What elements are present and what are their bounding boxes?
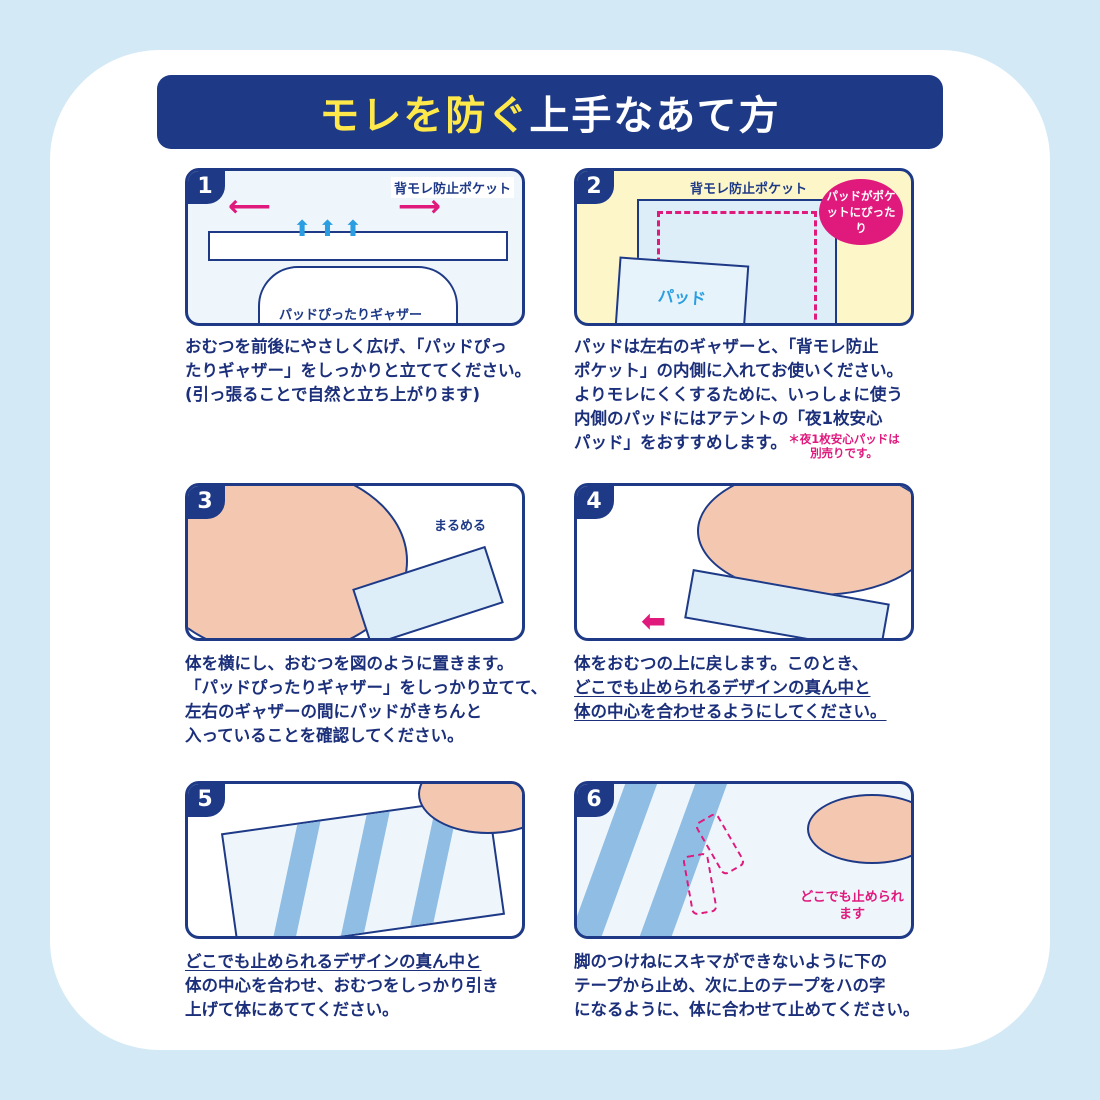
step-number: 6 (577, 784, 614, 817)
hand-icon (807, 794, 911, 864)
label-fasten-anywhere: どこでも止められます (800, 890, 904, 922)
title-highlight: モレを防ぐ (319, 93, 530, 139)
label-back-pocket: 背モレ防止ポケット (390, 177, 514, 198)
step-2-illustration: 2 背モレ防止ポケット パッド パッドがポケットにぴったり (574, 168, 914, 326)
step-number: 3 (188, 486, 225, 519)
step-number: 2 (577, 171, 614, 204)
step-5-illustration: 5 (185, 781, 525, 939)
text-line: パッド」をおすすめします。 (574, 433, 787, 452)
text-line: になるように、体に合わせて止めてください。 (574, 1000, 920, 1019)
sold-separately-note: ＊夜1枚安心パッドは別売りです。 (788, 432, 900, 460)
text-line: テープから止め、次に上のテープをハの字 (574, 976, 886, 995)
text-line: 体の中心を合わせ、おむつをしっかり引き (185, 976, 499, 995)
step-4-text: 体をおむつの上に戻します。このとき、 どこでも止められるデザインの真ん中と 体の… (574, 652, 934, 724)
text-line: 内側のパッドにはアテントの「夜1枚安心 (574, 409, 883, 428)
title-rest: 上手なあて方 (529, 93, 781, 139)
step-2-text: パッドは左右のギャザーと、「背モレ防止 ポケット」の内側に入れてお使いください。… (574, 335, 934, 455)
step-6-text: 脚のつけねにスキマができないように下の テープから止め、次に上のテープをハの字 … (574, 950, 934, 1022)
step-4-illustration: 4 ⬅ (574, 483, 914, 641)
text-line-underlined: 体の中心を合わせるようにしてください。 (574, 702, 887, 721)
arrow-left-icon: ⟵ (228, 189, 272, 224)
text-line: 「パッドぴったりギャザー」をしっかり立てて、 (185, 678, 548, 697)
label-roll-up: まるめる (431, 514, 490, 535)
text-line: よりモレにくくするために、いっしょに使う (574, 385, 903, 404)
text-line: パッドは左右のギャザーと、「背モレ防止 (574, 337, 879, 356)
step-3-illustration: 3 まるめる (185, 483, 525, 641)
step-number: 1 (188, 171, 225, 204)
step-1-illustration: 1 背モレ防止ポケット ⟵ ⟶ ⬆ ⬆ ⬆ パッドぴったりギャザー (185, 168, 525, 326)
text-line: 入っていることを確認してください。 (185, 726, 464, 745)
pad-icon: パッド (614, 256, 750, 323)
text-line: 体を横にし、おむつを図のように置きます。 (185, 654, 514, 673)
text-line: (引っ張ることで自然と立ち上がります) (185, 385, 481, 404)
text-line: たりギャザー」をしっかりと立ててください。 (185, 361, 532, 380)
step-5-text: どこでも止められるデザインの真ん中と 体の中心を合わせ、おむつをしっかり引き 上… (185, 950, 545, 1022)
text-line: 上げて体にあててください。 (185, 1000, 399, 1019)
text-line-underlined: どこでも止められるデザインの真ん中と (574, 678, 871, 697)
text-line-underlined: どこでも止められるデザインの真ん中と (185, 952, 482, 971)
tape-lower-icon (681, 852, 719, 916)
text-line: 左右のギャザーの間にパッドがきちんと (185, 702, 482, 721)
step-1-text: おむつを前後にやさしく広げ､「パッドぴっ たりギャザー」をしっかりと立ててくださ… (185, 335, 545, 407)
text-line: おむつを前後にやさしく広げ､「パッドぴっ (185, 337, 507, 356)
up-arrows-icon: ⬆ ⬆ ⬆ (293, 217, 363, 242)
text-line: ポケット」の内側に入れてお使いください。 (574, 361, 904, 380)
text-line: 体をおむつの上に戻します。このとき、 (574, 654, 869, 673)
step-6-illustration: 6 どこでも止められます (574, 781, 914, 939)
text-line: 脚のつけねにスキマができないように下の (574, 952, 888, 971)
label-pad-gather: パッドぴったりギャザー (276, 303, 426, 323)
diaper-waist-icon (208, 231, 508, 261)
step-number: 5 (188, 784, 225, 817)
arrow-left-icon: ⬅ (641, 604, 667, 639)
label-back-pocket: 背モレ防止ポケット (690, 182, 808, 197)
callout-pad-fits-pocket: パッドがポケットにぴったり (819, 179, 903, 245)
page-title: モレを防ぐ上手なあて方 (157, 75, 943, 149)
step-3-text: 体を横にし、おむつを図のように置きます。 「パッドぴったりギャザー」をしっかり立… (185, 652, 548, 748)
step-number: 4 (577, 486, 614, 519)
